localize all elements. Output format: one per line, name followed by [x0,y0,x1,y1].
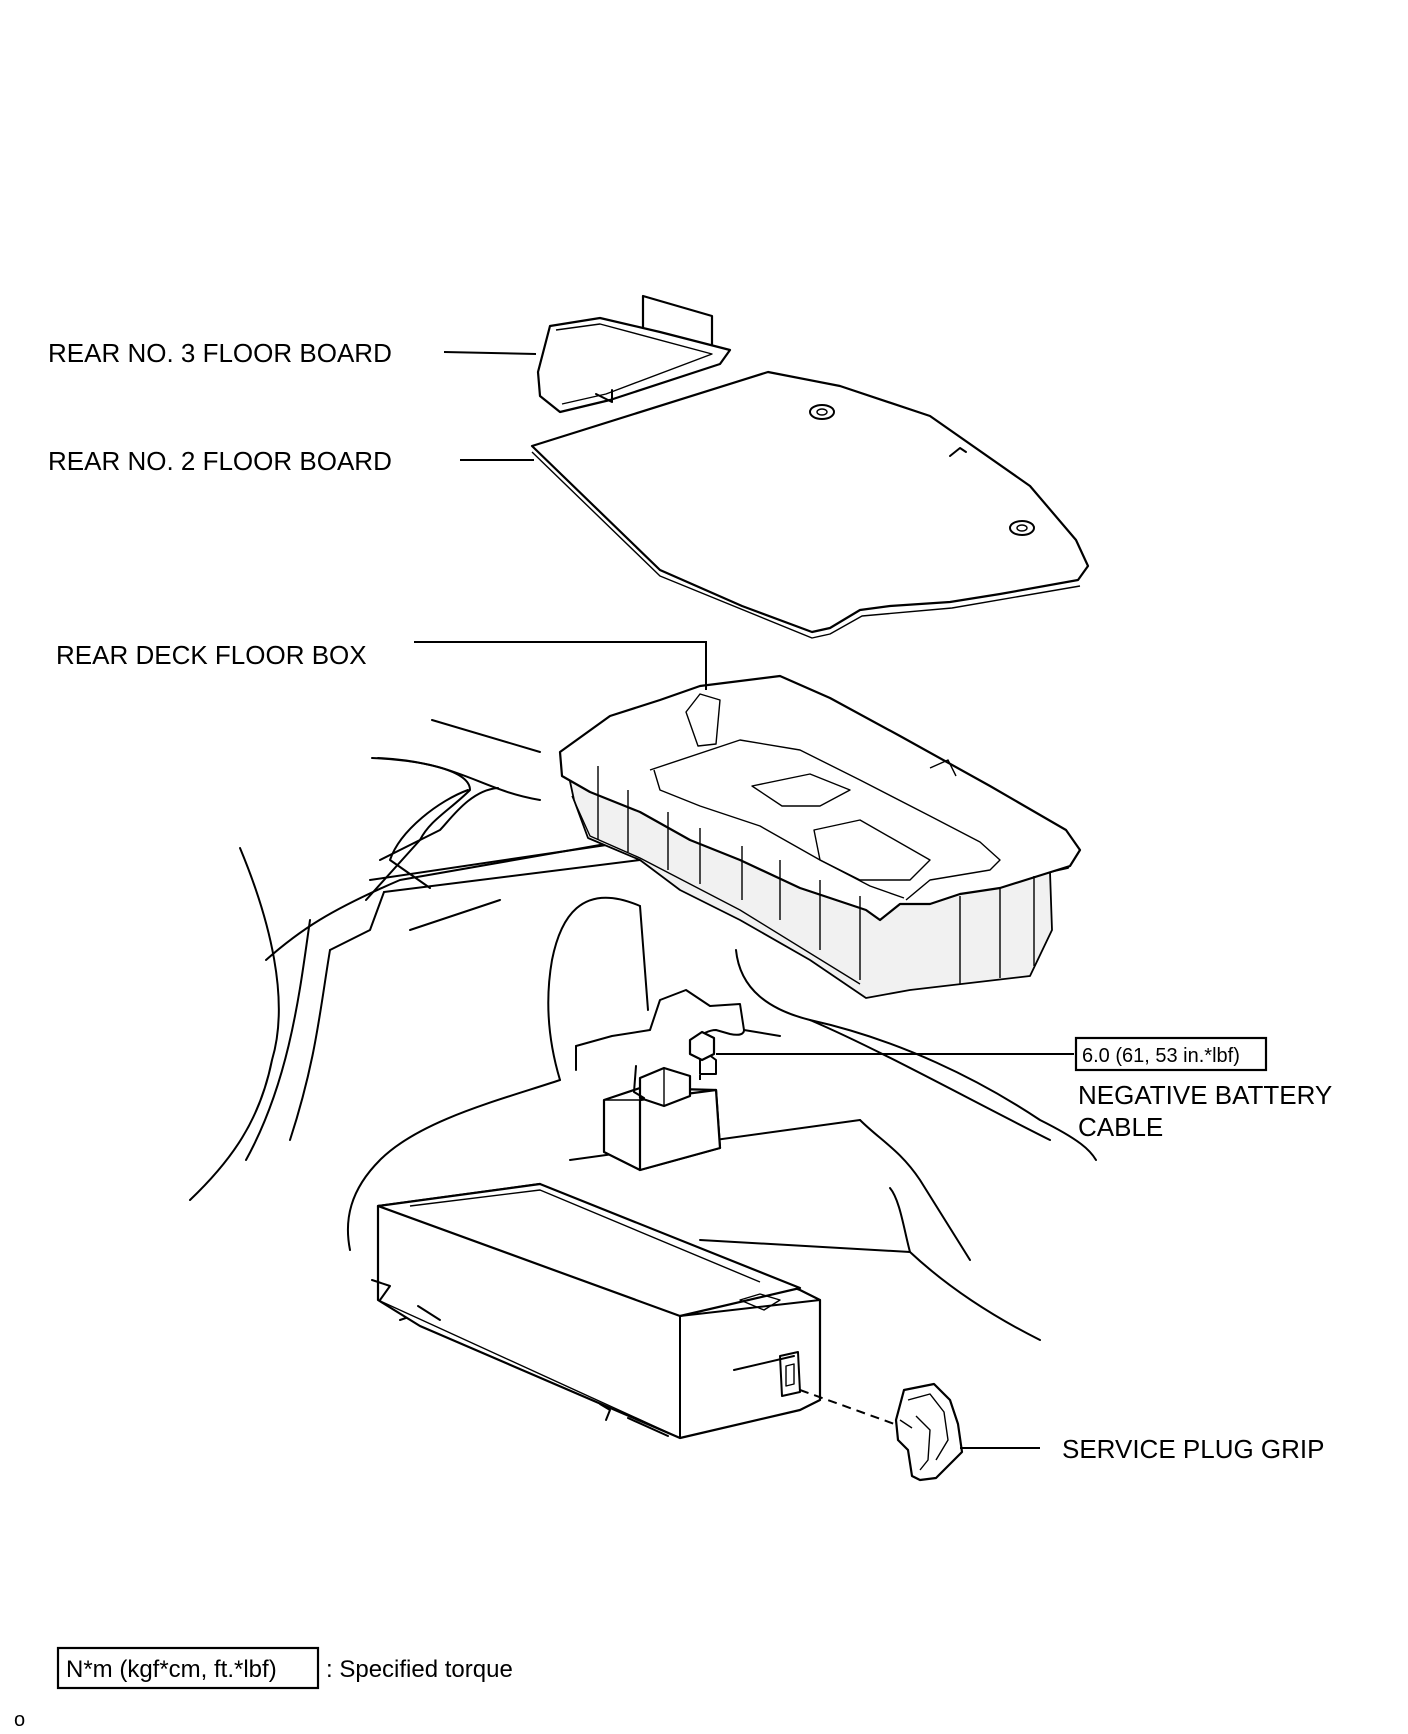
service-plug-grip-part [799,1382,964,1482]
torque-spec-value: 6.0 (61, 53 in.*lbf) [1082,1045,1240,1067]
label-negative-battery-cable-line2: CABLE [1078,1112,1163,1142]
label-rear-deck-floor-box: REAR DECK FLOOR BOX [56,640,367,670]
auxiliary-battery-part [575,989,781,1172]
label-rear-no2-floor-board: REAR NO. 2 FLOOR BOARD [48,446,392,476]
rear-no3-floor-board-part [536,294,732,414]
rear-deck-floor-box-part [558,674,1082,999]
torque-spec-box [1074,1036,1268,1072]
hv-battery-assembly-part [371,1182,822,1440]
leader-line-deck-box [414,641,707,690]
leader-lines [414,351,1074,1449]
legend-unit-box [56,1646,320,1690]
legend: N*m (kgf*cm, ft.*lbf) : Specified torque [56,1646,513,1690]
rear-no2-floor-board-part [530,370,1090,639]
legend-unit-text: N*m (kgf*cm, ft.*lbf) [66,1656,277,1683]
label-service-plug-grip: SERVICE PLUG GRIP [1062,1434,1325,1464]
negative-battery-cable-part [688,1029,745,1080]
leader-line-no3-board [443,351,537,355]
label-rear-no3-floor-board: REAR NO. 3 FLOOR BOARD [48,338,392,368]
corner-mark: o [14,1709,25,1731]
label-negative-battery-cable-line1: NEGATIVE BATTERY [1078,1080,1332,1110]
legend-description: : Specified torque [326,1656,513,1683]
